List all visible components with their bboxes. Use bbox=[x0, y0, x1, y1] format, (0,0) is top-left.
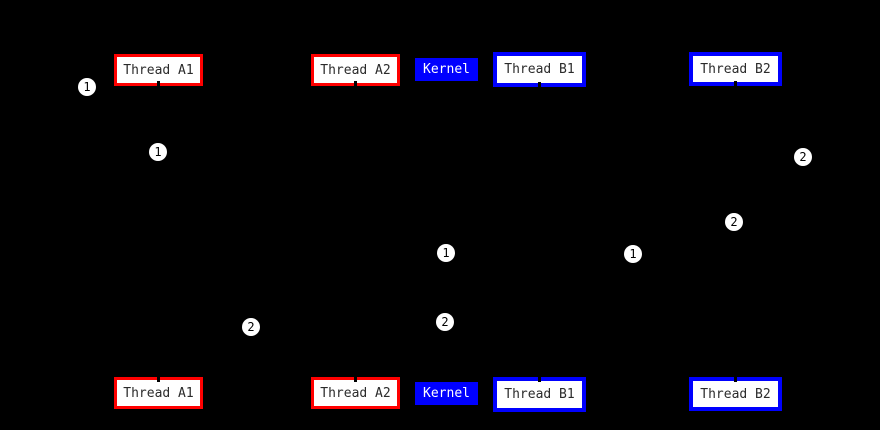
participant-label: Thread A2 bbox=[320, 385, 391, 401]
thread-a1-top-box: Thread A1 bbox=[114, 54, 203, 86]
lifeline-stub bbox=[537, 376, 541, 382]
sequence-number-label: 1 bbox=[154, 145, 162, 159]
sequence-number-badge: 2 bbox=[242, 318, 260, 336]
participant-label: Thread A1 bbox=[123, 385, 194, 401]
sequence-number-label: 2 bbox=[730, 215, 738, 229]
participant-label: Kernel bbox=[423, 62, 470, 77]
participant-label: Thread B2 bbox=[700, 386, 771, 402]
lifeline-stub bbox=[156, 376, 160, 382]
sequence-number-label: 2 bbox=[247, 320, 255, 334]
sequence-number-label: 2 bbox=[441, 315, 449, 329]
thread-b2-top-box: Thread B2 bbox=[689, 52, 782, 86]
participant-label: Thread B2 bbox=[700, 61, 771, 77]
sequence-number-badge: 1 bbox=[78, 78, 96, 96]
participant-label: Thread A1 bbox=[123, 62, 194, 78]
lifeline-stub bbox=[353, 81, 357, 87]
sequence-number-badge: 2 bbox=[725, 213, 743, 231]
sequence-number-badge: 1 bbox=[149, 143, 167, 161]
lifeline-stub bbox=[353, 376, 357, 382]
participant-label: Thread B1 bbox=[504, 387, 575, 402]
lifeline-stub bbox=[156, 81, 160, 87]
sequence-number-label: 1 bbox=[629, 247, 637, 261]
participant-label: Kernel bbox=[423, 386, 470, 401]
lifeline-stub bbox=[733, 376, 737, 382]
thread-a2-top-box: Thread A2 bbox=[311, 54, 400, 86]
sequence-number-label: 1 bbox=[442, 246, 450, 260]
sequence-number-badge: 1 bbox=[624, 245, 642, 263]
lifeline-stub bbox=[537, 82, 541, 88]
sequence-number-badge: 2 bbox=[794, 148, 812, 166]
thread-a1-bottom-box: Thread A1 bbox=[114, 377, 203, 409]
sequence-number-label: 2 bbox=[799, 150, 807, 164]
kernel-top-box: Kernel bbox=[415, 58, 478, 81]
sequence-number-badge: 2 bbox=[436, 313, 454, 331]
thread-b1-bottom-box: Thread B1 bbox=[493, 377, 586, 412]
thread-b2-bottom-box: Thread B2 bbox=[689, 377, 782, 411]
participant-label: Thread B1 bbox=[504, 62, 575, 77]
sequence-number-badge: 1 bbox=[437, 244, 455, 262]
sequence-number-label: 1 bbox=[83, 80, 91, 94]
kernel-bottom-box: Kernel bbox=[415, 382, 478, 405]
participant-label: Thread A2 bbox=[320, 62, 391, 78]
lifeline-stub bbox=[733, 81, 737, 87]
thread-b1-top-box: Thread B1 bbox=[493, 52, 586, 87]
